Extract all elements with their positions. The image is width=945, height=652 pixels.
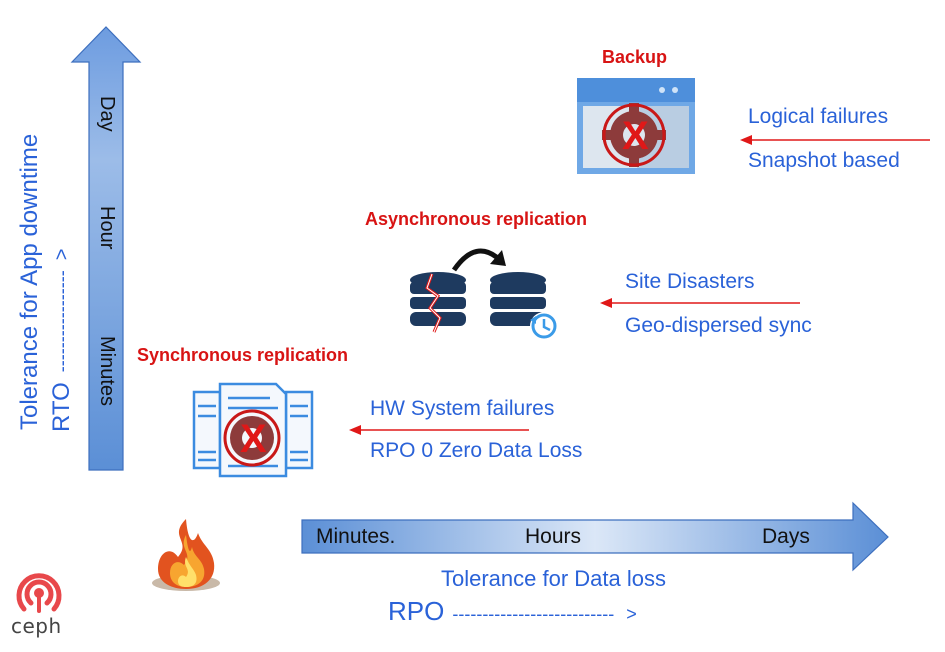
x-tick-minutes: Minutes. — [316, 525, 396, 548]
sync-title: Synchronous replication — [137, 345, 349, 365]
rpo-axis-title: Tolerance for Data loss — [441, 566, 666, 591]
backup-line2: Snapshot based — [748, 149, 900, 172]
rpo-axis-subtitle-row: RPO --------------------------- > — [388, 596, 637, 627]
backup-title: Backup — [602, 47, 668, 67]
backup-window-icon: X — [577, 78, 695, 174]
rpo-label: RPO — [388, 596, 445, 626]
rto-label: RTO — [48, 382, 75, 432]
fire-icon — [152, 519, 220, 591]
svg-text:X: X — [240, 417, 267, 461]
svg-text:X: X — [622, 114, 649, 158]
rto-dashes: ----------------- — [51, 270, 72, 373]
curved-arrow-icon — [451, 248, 506, 272]
rto-axis-subtitle-row: RTO ----------------- > — [48, 249, 76, 432]
sync-line1: HW System failures — [370, 397, 555, 420]
backup-line1: Logical failures — [748, 105, 889, 128]
rpo-dashes: --------------------------- — [452, 604, 615, 624]
x-tick-days: Days — [762, 525, 810, 548]
database-restore-icon — [490, 272, 558, 340]
sync-arrow — [349, 425, 529, 435]
x-tick-hours: Hours — [525, 525, 582, 548]
async-title: Asynchronous replication — [365, 209, 588, 229]
y-tick-hour: Hour — [96, 206, 118, 250]
sync-line2: RPO 0 Zero Data Loss — [370, 439, 583, 462]
rto-axis-title: Tolerance for App downtime — [16, 133, 43, 430]
backup-arrow — [740, 135, 930, 145]
rpo-arrow-head: > — [626, 604, 637, 624]
ceph-logo-text: ceph — [11, 614, 62, 638]
database-broken-icon — [410, 272, 466, 333]
rto-arrow-head: > — [50, 248, 73, 261]
async-arrow — [600, 298, 800, 308]
ceph-logo-icon — [16, 573, 62, 613]
async-line1: Site Disasters — [625, 270, 755, 293]
document-stack-icon: X — [192, 382, 314, 478]
async-line2: Geo-dispersed sync — [625, 314, 812, 337]
y-tick-minutes: Minutes — [96, 336, 118, 407]
y-tick-day: Day — [96, 96, 118, 132]
